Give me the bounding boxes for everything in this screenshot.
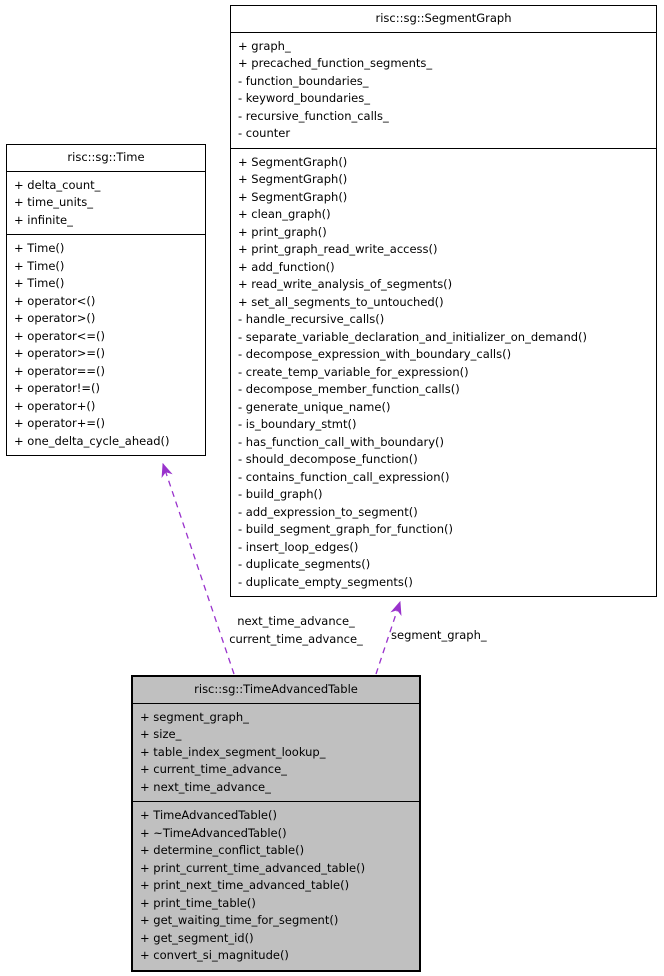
method-item: + clean_graph() [238, 207, 331, 221]
method-item: + print_graph_read_write_access() [238, 242, 438, 256]
class-box-segment-graph[interactable]: risc::sg::SegmentGraph + graph_+ precach… [230, 5, 657, 597]
method-item: + SegmentGraph() [238, 189, 348, 204]
method-item: + get_segment_id() [140, 930, 254, 945]
attributes-section-time-advanced-table: + segment_graph_ + size_ + table_index_seg… [133, 704, 419, 802]
attribute-item: - keyword_boundaries_ [238, 91, 370, 105]
method-item: + TimeAdvancedTable() [140, 808, 277, 822]
method-item: - generate_unique_name() [238, 399, 391, 414]
method-item: + operator+=() [14, 416, 105, 430]
method-item: - contains_function_call_expression() [238, 469, 450, 484]
method-item: - duplicate_empty_segments() [238, 574, 413, 589]
edge-label-segment-graph: segment_graph_ [391, 628, 487, 642]
method-item: + determine_conflict_table() [140, 843, 305, 857]
method-item: + add_function() [238, 259, 335, 274]
method-item: + operator<() [14, 293, 96, 308]
method-item: - build_graph() [238, 487, 323, 501]
method-item: - decompose_member_function_calls() [238, 382, 460, 396]
attribute-item: + graph_ [238, 38, 291, 53]
method-item: - separate_variable_declaration_and_init… [238, 329, 588, 344]
edge-label-time-advance: next_time_advance_ current_time_advance_ [198, 613, 394, 648]
method-item: - has_function_call_with_boundary() [238, 434, 445, 449]
attribute-item: + table_index_segment_lookup_ [140, 744, 326, 759]
method-item: - duplicate_segments() [238, 557, 371, 571]
method-item: - should_decompose_function() [238, 452, 418, 466]
class-title-time: risc::sg::Time [7, 145, 205, 172]
method-item: - build_segment_graph_for_function() [238, 522, 453, 536]
class-title-time-advanced-table: risc::sg::TimeAdvancedTable [133, 677, 419, 704]
attribute-item: - recursive_function_calls_ [238, 108, 389, 123]
method-item: + operator<=() [14, 328, 105, 343]
attribute-item: + time_units_ [14, 195, 94, 209]
methods-section-time: + Time() + Time() + Time() + operator<() + o… [7, 234, 205, 455]
method-item: - handle_recursive_calls() [238, 312, 385, 326]
attribute-item: + segment_graph_ [140, 709, 249, 724]
attribute-item: + current_time_advance_ [140, 762, 287, 776]
method-item: + get_waiting_time_for_segment() [140, 913, 339, 927]
attribute-item: + next_time_advance_ [140, 779, 271, 794]
method-item: + operator+() [14, 398, 96, 413]
method-item: + print_time_table() [140, 895, 256, 910]
attribute-item: + delta_count_ [14, 177, 101, 192]
attribute-item: + precached_function_segments_ [238, 56, 433, 70]
method-item: + ~TimeAdvancedTable() [140, 825, 287, 840]
method-item: + one_delta_cycle_ahead() [14, 433, 170, 448]
method-item: + SegmentGraph() [238, 154, 348, 169]
method-item: + print_next_time_advanced_table() [140, 878, 350, 892]
attribute-item: + size_ [140, 727, 182, 741]
method-item: + convert_si_magnitude() [140, 948, 289, 962]
attributes-section-segment-graph: + graph_ + precached_function_segments_ - … [231, 33, 656, 148]
methods-section-segment-graph: + SegmentGraph() + SegmentGraph() + Segmen… [231, 147, 656, 597]
attributes-section-time: + delta_count_ + time_units_ + infinite_ [7, 172, 205, 235]
methods-section-time-advanced-table: + TimeAdvancedTable() + ~TimeAdvancedTabl… [133, 801, 419, 970]
method-item: + Time() [14, 258, 65, 273]
class-title-segment-graph: risc::sg::SegmentGraph [231, 6, 656, 33]
class-box-time[interactable]: risc::sg::Time + delta_count_+ time_unit… [6, 144, 206, 456]
edge-label-line: next_time_advance_ [237, 614, 355, 628]
attribute-item: + infinite_ [14, 212, 73, 227]
attribute-item: - function_boundaries_ [238, 73, 369, 88]
method-item: + print_current_time_advanced_table() [140, 860, 366, 875]
method-item: - insert_loop_edges() [238, 539, 359, 554]
method-item: - is_boundary_stmt() [238, 417, 357, 431]
edge-label-line: current_time_advance_ [229, 631, 363, 646]
class-box-time-advanced-table: risc::sg::TimeAdvancedTable + segment_gr… [131, 675, 421, 972]
method-item: + set_all_segments_to_untouched() [238, 294, 444, 309]
method-item: - add_expression_to_segment() [238, 504, 418, 519]
method-item: - create_temp_variable_for_expression() [238, 364, 469, 379]
method-item: + Time() [14, 241, 65, 255]
attribute-item: - counter [238, 126, 291, 140]
method-item: + operator>() [14, 311, 96, 325]
method-item: - decompose_expression_with_boundary_cal… [238, 347, 512, 361]
method-item: + read_write_analysis_of_segments() [238, 277, 453, 291]
method-item: + operator==() [14, 363, 105, 378]
method-item: + SegmentGraph() [238, 172, 348, 186]
method-item: + operator>=() [14, 346, 105, 360]
method-item: + operator!=() [14, 381, 100, 395]
method-item: + print_graph() [238, 224, 327, 239]
method-item: + Time() [14, 276, 65, 290]
